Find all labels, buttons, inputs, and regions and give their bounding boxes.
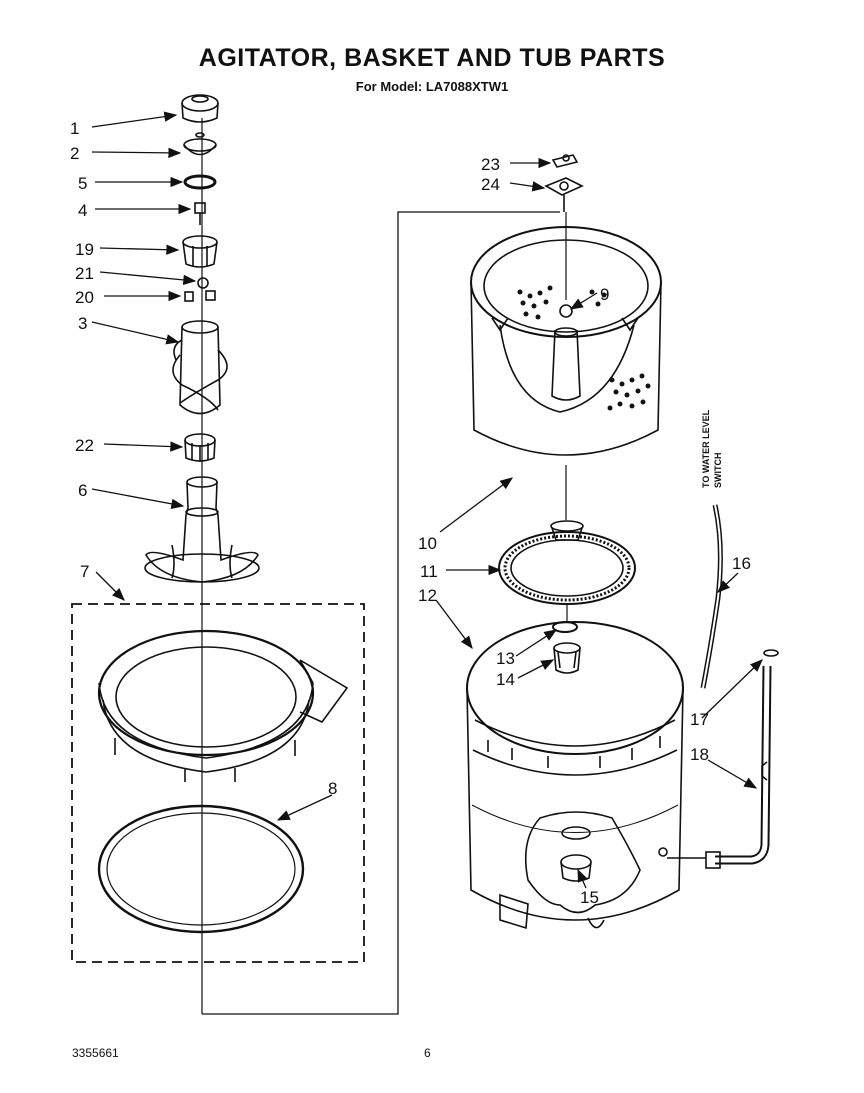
cap-adapter-part (183, 132, 217, 156)
callout-24: 24 (481, 175, 500, 194)
wash-basket-part (470, 226, 662, 456)
agitator-cap-part (181, 94, 219, 123)
callout-3: 3 (78, 314, 87, 333)
callout-19: 19 (75, 240, 94, 259)
agitator-cam-part (182, 235, 218, 268)
water-level-note-line2: SWITCH (713, 453, 723, 489)
callout-4: 4 (78, 201, 87, 220)
callout-arrows (91, 111, 763, 889)
callout-22: 22 (75, 436, 94, 455)
assembly-connector-line (202, 211, 560, 1015)
callout-20: 20 (75, 288, 94, 307)
page-number: 6 (424, 1046, 431, 1060)
tub-ring-group-box (71, 603, 365, 963)
callout-16: 16 (732, 554, 751, 573)
basket-nut-part (551, 154, 579, 168)
agitator-base-part (144, 476, 260, 583)
water-level-note-line1: TO WATER LEVEL (701, 409, 711, 488)
callout-17: 17 (690, 710, 709, 729)
callout-6: 6 (78, 481, 87, 500)
tub-seal-part (553, 642, 581, 674)
callout-12: 12 (418, 586, 437, 605)
callout-10: 10 (418, 534, 437, 553)
water-level-hose-inner (702, 504, 722, 689)
callout-14: 14 (496, 670, 515, 689)
callout-13: 13 (496, 649, 515, 668)
ring-seal-part (97, 804, 305, 934)
basket-perforations (517, 285, 651, 411)
callout-7: 7 (80, 562, 89, 581)
agitator-barrel-part (172, 320, 228, 415)
cam-washer-part (197, 277, 209, 289)
callout-15: 15 (580, 888, 599, 907)
callout-8: 8 (328, 779, 337, 798)
page-title: AGITATOR, BASKET AND TUB PARTS (198, 44, 666, 72)
callout-1: 1 (70, 119, 79, 138)
drive-bell-part (184, 433, 216, 462)
agitator-ring-part (183, 174, 217, 190)
agitator-bolt-part (194, 202, 206, 225)
model-subtitle: For Model: LA7088XTW1 (355, 79, 509, 94)
callout-9: 9 (600, 285, 609, 304)
basket-hub-part (498, 520, 636, 605)
outer-tub-part (466, 621, 684, 930)
water-level-note: TO WATER LEVEL SWITCH (701, 409, 723, 488)
callout-21: 21 (75, 264, 94, 283)
callout-labels: 1 2 5 4 19 21 20 3 22 6 7 8 23 24 9 10 1… (70, 119, 751, 907)
drain-pipe-part (667, 649, 779, 869)
callout-2: 2 (70, 144, 79, 163)
callout-11: 11 (420, 562, 438, 581)
callout-5: 5 (78, 174, 87, 193)
tub-ring-part (97, 629, 349, 782)
basket-drive-plate-part (544, 177, 584, 212)
callout-18: 18 (690, 745, 709, 764)
dogs-part (184, 290, 216, 302)
document-number: 3355661 (72, 1046, 119, 1060)
callout-23: 23 (481, 155, 500, 174)
